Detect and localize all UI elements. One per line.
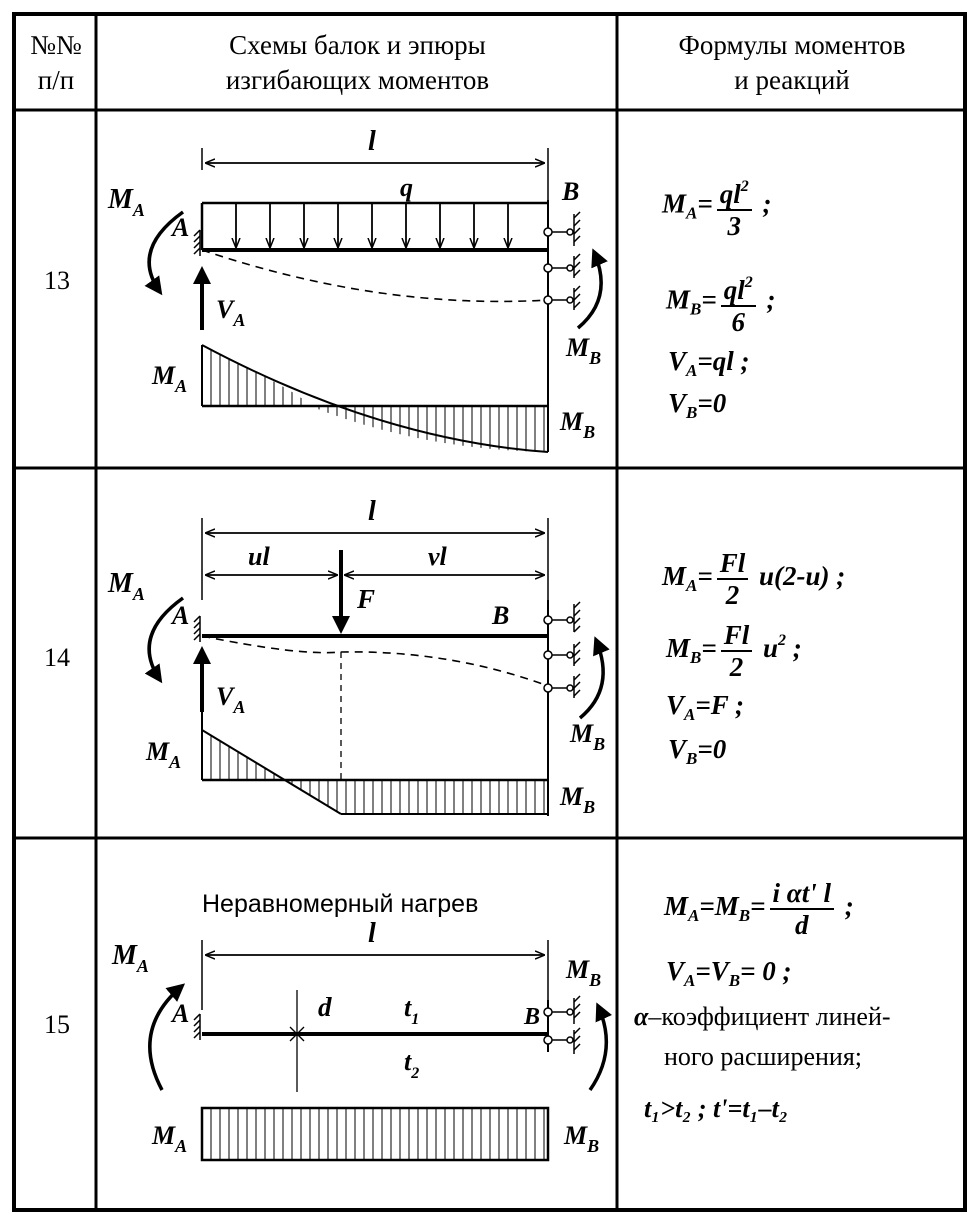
svg-text:MA: MA [151,1121,187,1156]
svg-text:MB: MB [565,333,601,368]
header-schemes: Схемы балок и эпюры изгибающих моментов [225,30,490,95]
load-label: q [400,173,413,202]
svg-text:MA: MA [107,184,145,220]
svg-text:t1: t1 [404,993,419,1028]
row-number-15: 15 [44,1010,70,1039]
formula-15-va-vb: VA=VB= 0 ; [666,956,792,990]
formula-15-alpha: α–коэффициент линей- [634,1002,891,1031]
support-a-label: A [170,213,189,242]
formula-14-va: VA=F ; [666,690,745,724]
svg-text:t2: t2 [404,1047,419,1082]
header-formulas: Формулы моментов и реакций [678,30,906,95]
svg-text:VA: VA [216,682,245,717]
formula-15-alpha-cont: ного расширения; [664,1042,862,1071]
ul-label: ul [248,542,270,571]
svg-text:MB: MB [563,1121,599,1156]
header-number: №№ п/п [30,30,82,95]
span-label: l [368,918,376,949]
row-number-14: 14 [44,643,70,672]
heating-caption: Неравномерный нагрев [202,890,478,918]
formula-13-va: VA=ql ; [668,346,750,380]
span-label: l [368,126,376,157]
svg-text:VA: VA [216,295,245,330]
support-a-label: A [170,999,189,1028]
support-b-label: B [523,1004,540,1030]
svg-text:MA: MA [151,361,187,396]
svg-text:MB: MB [565,955,601,990]
formula-13-vb: VB=0 [668,388,727,422]
diagram-15: Неравномерный нагрев l d t1 t2 A B [111,890,612,1162]
row-number-13: 13 [44,266,70,295]
svg-text:MB: MB [559,407,595,442]
svg-text:MB: MB [569,719,605,754]
formula-15-temps: t₁>t₂ ; t'=t₁–t₂ [644,1094,788,1123]
support-b-label: B [491,601,509,630]
diagram-13: l q [107,126,608,453]
force-label: F [356,584,375,614]
diagram-14: l ul vl F A B [107,496,610,817]
depth-label: d [318,992,332,1022]
svg-text:B: B [561,177,579,206]
formula-14-vb: VB=0 [668,734,727,768]
vl-label: vl [428,542,448,571]
support-a-label: A [170,601,189,630]
svg-text:MA: MA [111,940,149,976]
svg-text:MA: MA [145,737,181,772]
svg-text:MA: MA [107,568,145,604]
span-label: l [368,496,376,527]
svg-text:MB: MB [559,782,595,817]
